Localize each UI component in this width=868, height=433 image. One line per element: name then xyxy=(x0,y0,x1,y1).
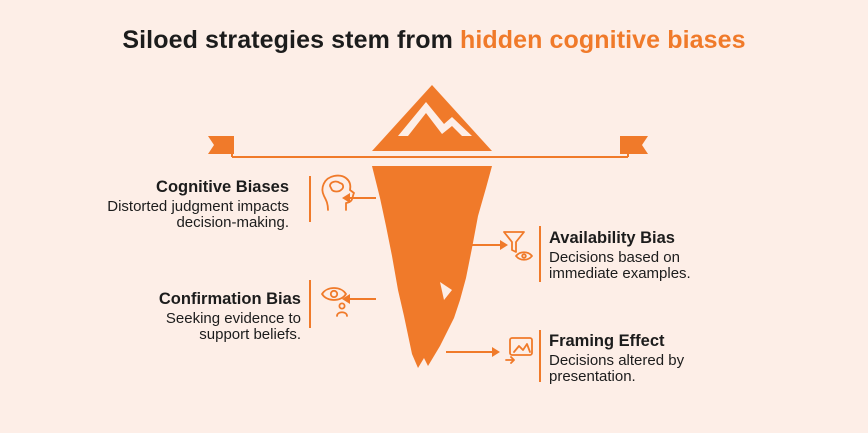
cognitive-biases-desc-2: decision-making. xyxy=(176,214,289,231)
arrowhead-confirmation xyxy=(342,294,350,304)
label-framing-effect: Framing Effect Decisions altered by pres… xyxy=(549,331,684,385)
label-cognitive-biases: Cognitive Biases Distorted judgment impa… xyxy=(107,177,289,231)
title-prefix: Siloed strategies stem from xyxy=(122,26,460,54)
arrowhead-availability xyxy=(500,240,508,250)
cognitive-biases-title: Cognitive Biases xyxy=(156,178,289,196)
arrowhead-framing xyxy=(492,347,500,357)
confirmation-bias-desc-1: Seeking evidence to xyxy=(165,310,301,327)
left-flag xyxy=(208,136,234,154)
framed-picture-icon xyxy=(505,337,533,364)
label-availability-bias: Availability Bias Decisions based on imm… xyxy=(549,228,691,282)
brain-head-icon xyxy=(321,174,355,211)
iceberg-tip-inner xyxy=(398,102,472,136)
iceberg-crack xyxy=(440,282,452,300)
eye-person-icon xyxy=(321,287,348,317)
iceberg-body xyxy=(372,166,492,368)
framing-effect-desc-2: presentation. xyxy=(549,368,636,385)
cognitive-biases-desc-1: Distorted judgment impacts xyxy=(107,198,289,215)
right-flag xyxy=(620,136,648,154)
availability-bias-title: Availability Bias xyxy=(549,229,675,247)
framing-effect-desc-1: Decisions altered by xyxy=(549,352,685,369)
diagram-title: Siloed strategies stem from hidden cogni… xyxy=(0,26,868,55)
framing-effect-title: Framing Effect xyxy=(549,332,665,350)
confirmation-bias-title: Confirmation Bias xyxy=(158,290,301,308)
funnel-eye-icon xyxy=(503,231,533,261)
confirmation-bias-desc-2: support beliefs. xyxy=(199,326,301,343)
availability-bias-desc-1: Decisions based on xyxy=(549,249,680,266)
title-accent: hidden cognitive biases xyxy=(459,26,746,54)
arrowhead-cognitive xyxy=(342,193,350,203)
availability-bias-desc-2: immediate examples. xyxy=(549,265,691,282)
label-confirmation-bias: Confirmation Bias Seeking evidence to su… xyxy=(159,289,301,343)
